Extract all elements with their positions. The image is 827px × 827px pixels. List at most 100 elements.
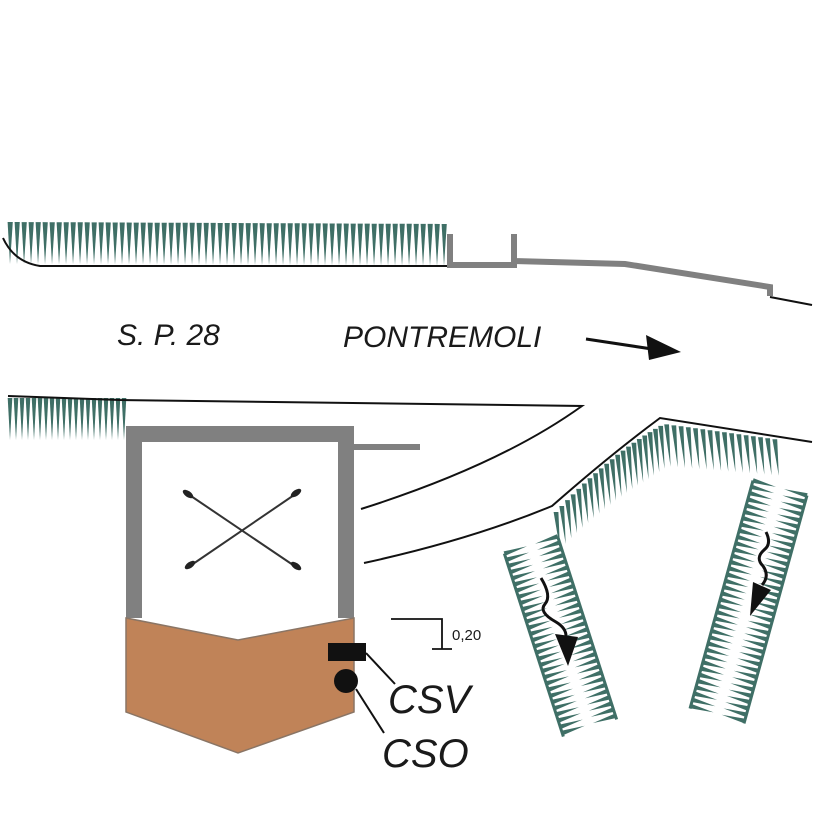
vegetation-spike — [723, 584, 747, 594]
vegetation-spike — [780, 501, 805, 511]
vegetation-spike — [559, 719, 583, 729]
x-brace-anchors — [182, 488, 302, 571]
vegetation-spike — [521, 602, 545, 612]
vegetation-spike — [582, 682, 607, 693]
vegetation-spike — [63, 222, 69, 265]
cso-label: CSO — [382, 732, 469, 776]
vegetation-spike — [112, 222, 118, 265]
vegetation-spike — [721, 591, 745, 600]
vegetation-spike — [564, 627, 589, 637]
vegetation-spike — [336, 223, 342, 266]
vegetation-spike — [551, 583, 575, 594]
vegetation-spike — [736, 534, 761, 544]
vegetation-spike — [25, 398, 31, 440]
vegetation-spike — [726, 572, 750, 581]
lower-road-edge-line — [7, 395, 586, 510]
vegetation-spike — [13, 398, 19, 440]
vegetation-spike — [740, 522, 764, 531]
vegetation-spike — [578, 670, 603, 680]
vegetation-spike — [565, 500, 572, 539]
vegetation-spike — [750, 436, 758, 474]
vegetation-spike — [189, 222, 195, 265]
vegetation-spike — [154, 222, 160, 265]
vegetation-spike — [744, 633, 768, 642]
vegetation-spike — [357, 223, 363, 266]
vegetation-spike — [549, 577, 573, 587]
vegetation-spike — [570, 494, 577, 534]
vegetation-spike — [61, 398, 67, 440]
vegetation-spike — [743, 509, 768, 519]
vegetation-spike — [775, 520, 799, 529]
vegetation-spike — [703, 653, 728, 663]
vegetation-spike — [714, 616, 738, 625]
vegetation-spike — [557, 713, 581, 723]
upper-vegetation-strip — [7, 222, 447, 266]
soil-fill — [125, 617, 355, 754]
vegetation-spike — [67, 398, 73, 440]
vegetation-spike — [574, 657, 599, 668]
vegetation-spike — [738, 528, 763, 537]
vegetation-spike — [747, 497, 771, 506]
vegetation-spike — [28, 222, 34, 265]
vegetation-spike — [732, 677, 756, 686]
vegetation-spike — [547, 571, 571, 581]
vegetation-spike — [70, 222, 76, 265]
cso-leader-line — [355, 688, 385, 734]
vegetation-spike — [731, 553, 756, 563]
vegetation-spike — [658, 425, 665, 469]
vegetation-spike — [712, 622, 737, 631]
vegetation-spike — [772, 439, 779, 476]
vegetation-spike — [710, 628, 735, 638]
vegetation-spike — [73, 398, 79, 440]
vegetation-spike — [105, 222, 111, 265]
vegetation-spike — [604, 463, 611, 505]
upper-right-edge-line — [769, 296, 813, 306]
vegetation-spike — [766, 551, 791, 561]
vegetation-spike — [700, 429, 707, 470]
vegetation-spike — [259, 223, 265, 266]
vegetation-spike — [308, 223, 314, 266]
vegetation-spike — [580, 676, 605, 686]
vegetation-spike — [121, 398, 127, 440]
vegetation-spike — [742, 639, 767, 648]
vegetation-spike — [758, 583, 782, 592]
vegetation-spike — [554, 596, 579, 606]
vegetation-spike — [572, 651, 597, 662]
vegetation-spike — [43, 398, 49, 440]
vegetation-spike — [7, 398, 13, 440]
vegetation-spike — [301, 223, 307, 266]
vegetation-spike — [584, 688, 609, 699]
vegetation-spike — [735, 664, 760, 674]
vegetation-spike — [671, 425, 678, 468]
vegetation-spike — [543, 670, 567, 680]
vegetation-spike — [587, 478, 594, 519]
vegetation-spike — [725, 702, 749, 711]
vegetation-spike — [97, 398, 103, 440]
vegetation-spike — [37, 398, 43, 440]
vegetation-spike — [771, 533, 796, 542]
vegetation-spike — [42, 222, 48, 265]
vegetation-spike — [551, 694, 575, 705]
vegetation-spike — [700, 666, 724, 675]
vegetation-spike — [539, 546, 563, 557]
vegetation-spike — [287, 223, 293, 266]
vegetation-spike — [537, 540, 561, 550]
vegetation-spike — [724, 578, 749, 588]
vegetation-spike — [636, 439, 644, 483]
vegetation-spike — [85, 398, 91, 440]
vegetation-spike — [371, 223, 377, 266]
vegetation-spike — [126, 222, 132, 265]
vegetation-spike — [519, 595, 543, 606]
vegetation-spike — [535, 534, 559, 544]
vegetation-spike — [523, 608, 547, 618]
vegetation-spike — [503, 546, 527, 556]
side-road-edge-line — [363, 416, 813, 564]
vegetation-spike — [553, 700, 577, 711]
scale-bar — [391, 618, 452, 650]
vegetation-spike — [777, 514, 801, 523]
vegetation-spike — [545, 565, 569, 575]
vegetation-spike — [631, 442, 638, 486]
vegetation-spike — [765, 558, 789, 567]
vegetation-spike — [55, 398, 61, 440]
vegetation-spike — [745, 503, 769, 512]
